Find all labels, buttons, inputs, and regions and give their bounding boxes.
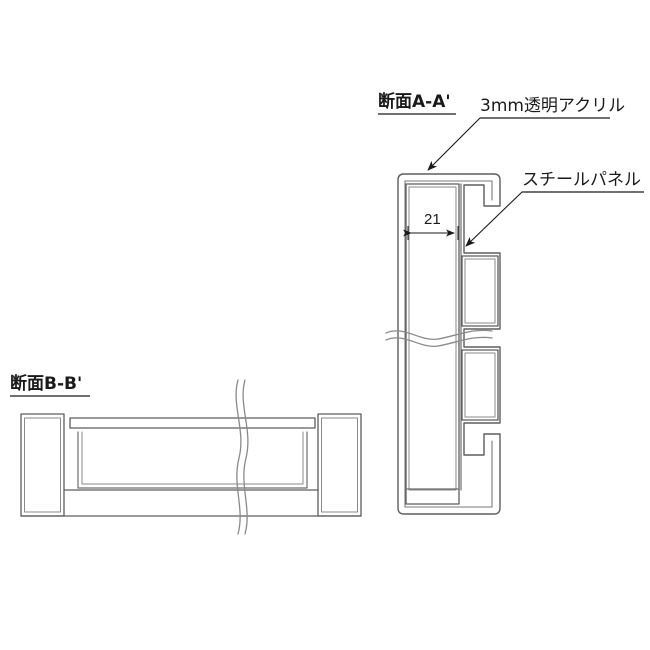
aa-steel-panel-slot-upper	[461, 255, 499, 327]
bb-break-line-wavy-2	[242, 379, 249, 535]
aa-break-line-wavy	[385, 329, 493, 340]
section-bb-title: 断面B-B'	[10, 374, 83, 394]
bb-inner-bracket-offset	[81, 431, 304, 485]
acrylic-callout-label: 3mm透明アクリル	[480, 96, 626, 116]
dimension-value-21: 21	[424, 211, 441, 228]
aa-acrylic-outer	[405, 183, 460, 505]
steel-panel-callout-label: スチールパネル	[522, 170, 641, 190]
bb-end-panel-left	[20, 413, 65, 517]
leader-steel-panel	[465, 191, 644, 247]
aa-outer-wall-inner-left	[404, 180, 493, 508]
bb-end-panel-right	[317, 413, 362, 517]
bb-inner-bracket	[77, 431, 308, 489]
aa-break-line-wavy-2	[385, 336, 493, 347]
aa-steel-panel-slot-lower	[461, 349, 499, 421]
aa-outer-profile	[397, 173, 501, 515]
bb-break-line-wavy	[235, 379, 242, 535]
aa-acrylic-inner	[408, 186, 457, 491]
section-aa-geometry	[385, 173, 501, 515]
section-bb-geometry	[20, 379, 362, 535]
aa-outer-wall-inner	[404, 180, 493, 201]
section-aa-title: 断面A-A'	[378, 92, 451, 112]
note-underlines	[10, 113, 644, 397]
aa-dimension-21	[403, 226, 459, 240]
bb-top-bar	[69, 417, 316, 429]
leader-acrylic	[427, 117, 610, 171]
